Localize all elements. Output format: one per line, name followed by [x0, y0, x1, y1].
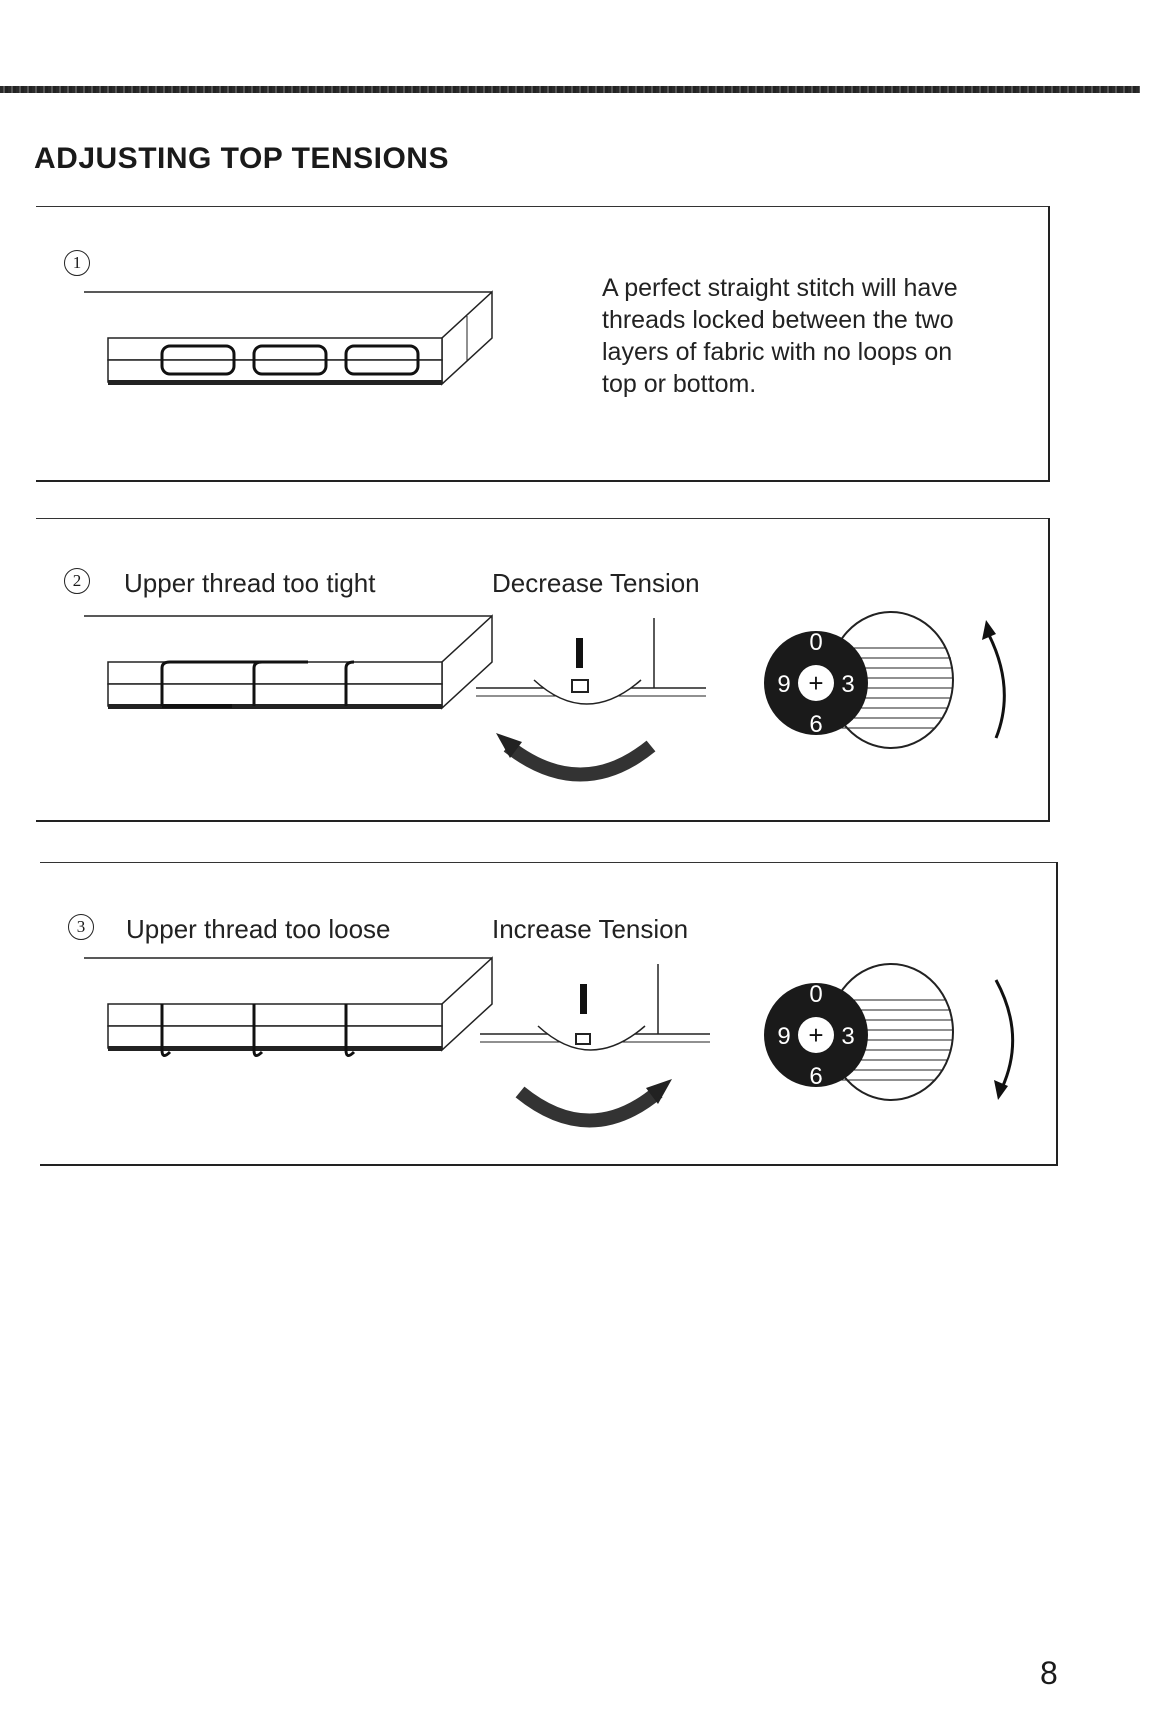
dial-number-0: 0	[809, 629, 822, 656]
tension-dial-front-increase	[480, 964, 720, 1124]
dial-number-9: 9	[777, 671, 790, 698]
top-rule	[0, 86, 1140, 93]
page-number: 8	[1040, 1655, 1058, 1692]
dial-number-0: 0	[809, 981, 822, 1008]
dial-center: +	[808, 1020, 823, 1050]
section-number: 1	[64, 250, 90, 276]
page-title: ADJUSTING TOP TENSIONS	[34, 142, 449, 176]
section-2-caption: Upper thread too tight	[124, 568, 376, 599]
section-3-caption: Upper thread too loose	[126, 914, 391, 945]
dial-number-6: 6	[809, 1063, 822, 1090]
section-3-panel: 3 Upper thread too loose Increase Tensio…	[40, 862, 1058, 1166]
dial-number-6: 6	[809, 711, 822, 738]
tension-dial-front-decrease	[476, 618, 716, 778]
section-number: 3	[68, 914, 94, 940]
fabric-tight-stitch-illustration	[72, 610, 502, 720]
dial-number-9: 9	[777, 1023, 790, 1050]
section-2-action: Decrease Tension	[492, 568, 700, 599]
section-1-panel: 1 A perfect straight stitch will have th…	[36, 206, 1050, 482]
fabric-loose-stitch-illustration	[72, 952, 502, 1062]
fabric-balanced-stitch-illustration	[72, 286, 502, 396]
dial-number-3: 3	[841, 1023, 854, 1050]
tension-knob-decrease: + 0 3 6 9	[746, 608, 1026, 768]
section-3-action: Increase Tension	[492, 914, 688, 945]
dial-center: +	[808, 668, 823, 698]
section-1-description: A perfect straight stitch will have thre…	[602, 272, 958, 400]
section-2-panel: 2 Upper thread too tight Decrease Tensio…	[36, 518, 1050, 822]
tension-knob-increase: + 0 3 6 9	[746, 960, 1026, 1120]
dial-number-3: 3	[841, 671, 854, 698]
section-number: 2	[64, 568, 90, 594]
